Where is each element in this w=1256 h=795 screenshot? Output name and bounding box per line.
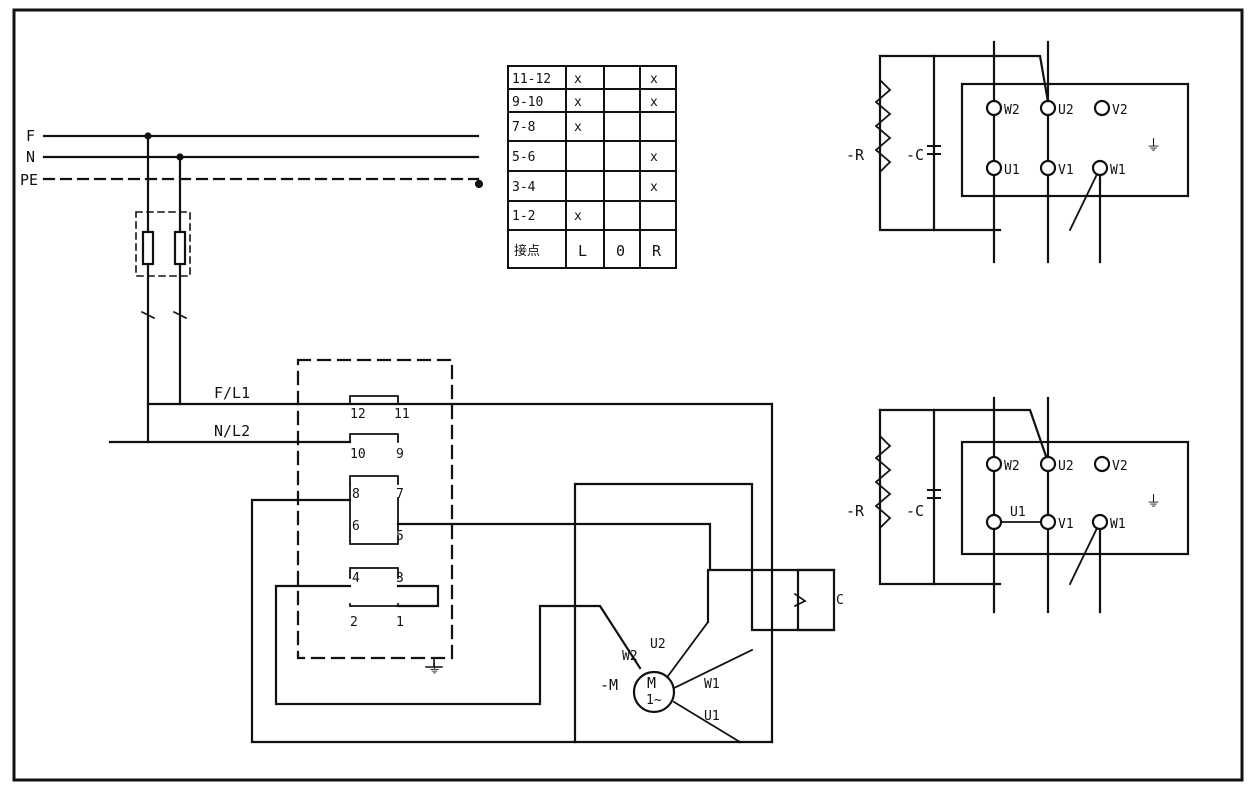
contact-table-grid bbox=[507, 65, 677, 269]
table-row-l: x bbox=[574, 95, 582, 110]
motor-phase: 1~ bbox=[646, 693, 662, 708]
table-row-l: x bbox=[574, 209, 582, 224]
terminal-2: 2 bbox=[350, 615, 358, 630]
detail-bottom-u1: U1 bbox=[1010, 505, 1026, 520]
detail-top-v1: V1 bbox=[1058, 163, 1074, 178]
table-row-r: x bbox=[650, 72, 658, 87]
ground-icon-bottom: ⏚ bbox=[1146, 492, 1161, 510]
table-row-r: x bbox=[650, 150, 658, 165]
wire-top-loop bbox=[573, 482, 836, 744]
table-row-l: x bbox=[574, 72, 582, 87]
wire-5-right bbox=[396, 522, 836, 572]
motor-w2: W2 bbox=[622, 649, 638, 664]
switch-enclosure bbox=[296, 358, 454, 660]
motor-letter: M bbox=[647, 674, 656, 692]
label-bus-f: F bbox=[26, 127, 35, 145]
fuse-right bbox=[173, 230, 187, 266]
motor-u1: U1 bbox=[704, 709, 720, 724]
label-bus-pe: PE bbox=[20, 171, 38, 189]
terminal-9: 9 bbox=[396, 447, 404, 462]
wire-8-left bbox=[250, 498, 742, 744]
ground-symbol-switch: ⏚ bbox=[428, 662, 441, 677]
fuse-drops bbox=[144, 132, 184, 444]
detail-bottom bbox=[874, 396, 1190, 614]
detail-bottom-w2: W2 bbox=[1004, 459, 1020, 474]
capacitor-label: C bbox=[836, 593, 844, 608]
terminal-7: 7 bbox=[396, 487, 404, 502]
detail-top-r: -R bbox=[846, 146, 865, 164]
table-row-contacts: 9-10 bbox=[512, 95, 543, 110]
pe-terminal-dot bbox=[474, 179, 484, 189]
table-header-r: R bbox=[652, 242, 662, 260]
fuse-box bbox=[135, 211, 191, 277]
table-row-r: x bbox=[650, 180, 658, 195]
supply-bus bbox=[42, 134, 480, 181]
detail-bottom-w1: W1 bbox=[1110, 517, 1126, 532]
capacitor-box bbox=[796, 568, 836, 632]
terminal-11: 11 bbox=[394, 407, 410, 422]
fuse-left bbox=[141, 230, 155, 266]
ground-icon-top: ⏚ bbox=[1146, 136, 1161, 154]
detail-top-w1: W1 bbox=[1110, 163, 1126, 178]
motor-symbol bbox=[632, 670, 676, 714]
terminal-4: 4 bbox=[352, 571, 360, 586]
detail-bottom-v2: V2 bbox=[1112, 459, 1128, 474]
wire-4-left bbox=[274, 584, 642, 706]
terminal-8: 8 bbox=[352, 487, 360, 502]
motor-u2: U2 bbox=[650, 637, 666, 652]
detail-top-u2: U2 bbox=[1058, 103, 1074, 118]
table-row-contacts: 3-4 bbox=[512, 180, 536, 195]
table-row-l: x bbox=[574, 120, 582, 135]
label-bus-n: N bbox=[26, 148, 35, 166]
table-header-l: L bbox=[578, 242, 587, 260]
motor-w1: W1 bbox=[704, 677, 720, 692]
table-row-contacts: 5-6 bbox=[512, 150, 535, 165]
table-header-contacts: 接点 bbox=[514, 243, 540, 259]
label-f-l1: F/L1 bbox=[214, 384, 250, 402]
terminal-10: 10 bbox=[350, 447, 366, 462]
detail-bottom-v1: V1 bbox=[1058, 517, 1074, 532]
motor-tag: -M bbox=[600, 676, 618, 694]
detail-bottom-c: -C bbox=[906, 502, 924, 520]
table-row-contacts: 11-12 bbox=[512, 72, 551, 87]
table-header-o: 0 bbox=[616, 242, 625, 260]
label-n-l2: N/L2 bbox=[214, 422, 250, 440]
terminal-6: 6 bbox=[352, 519, 360, 534]
detail-top-u1: U1 bbox=[1004, 163, 1020, 178]
detail-top-c: -C bbox=[906, 146, 924, 164]
table-row-contacts: 7-8 bbox=[512, 120, 535, 135]
terminal-12: 12 bbox=[350, 407, 366, 422]
detail-top-w2: W2 bbox=[1004, 103, 1020, 118]
wire-3-right bbox=[396, 584, 440, 608]
table-row-contacts: 1-2 bbox=[512, 209, 535, 224]
detail-top-v2: V2 bbox=[1112, 103, 1128, 118]
detail-bottom-r: -R bbox=[846, 502, 865, 520]
detail-top bbox=[874, 40, 1190, 264]
frame-border bbox=[12, 8, 1244, 782]
terminal-1: 1 bbox=[396, 615, 404, 630]
terminal-5: 5 bbox=[396, 529, 404, 544]
detail-bottom-u2: U2 bbox=[1058, 459, 1074, 474]
table-row-r: x bbox=[650, 95, 658, 110]
terminal-3: 3 bbox=[396, 571, 404, 586]
